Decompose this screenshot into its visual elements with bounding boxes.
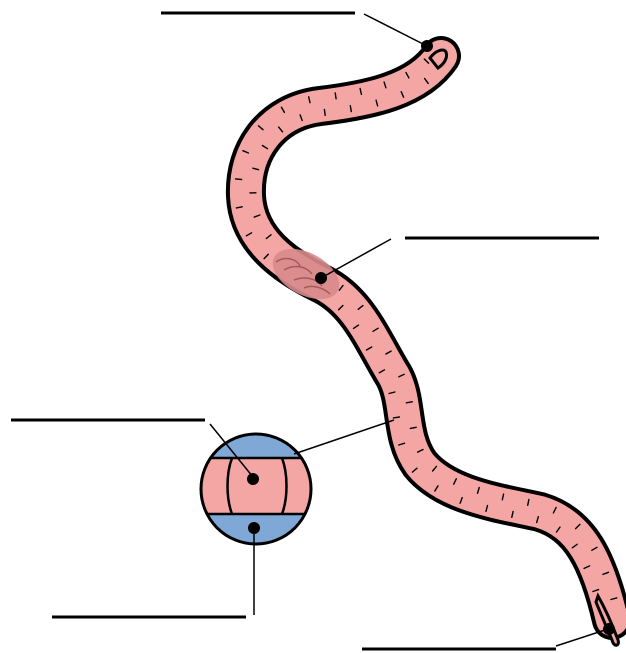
label-head	[161, 13, 433, 52]
label-clitellum-dot	[315, 272, 327, 284]
worm-body	[246, 50, 619, 645]
label-tail	[362, 623, 615, 649]
label-tail-dot	[603, 623, 615, 635]
label-clitellum-leader	[321, 239, 391, 278]
label-clitellum	[315, 238, 599, 284]
segment-mark	[335, 93, 336, 99]
label-tail-leader	[556, 630, 605, 646]
segment-mark	[324, 110, 325, 116]
label-head-dot	[421, 40, 433, 52]
segment-mark	[393, 417, 399, 418]
label-setae-dot	[248, 522, 260, 534]
segment-mark	[350, 106, 351, 112]
segment-mark	[236, 179, 242, 180]
label-head-leader	[364, 14, 425, 45]
label-segment-dot	[247, 473, 259, 485]
inset-connector-line	[294, 420, 394, 454]
segment-mark	[406, 402, 412, 403]
